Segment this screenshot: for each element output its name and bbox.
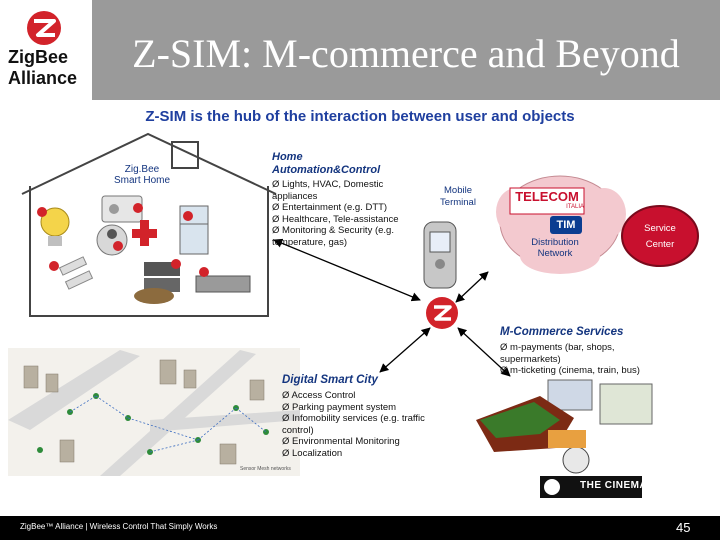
zigbee-logo-icon	[27, 11, 61, 45]
house-outline	[21, 132, 277, 317]
telecom-logo-icon	[509, 187, 585, 215]
home-automation-list: Ø Lights, HVAC, Domestic appliances Ø En…	[272, 179, 442, 248]
elderly-person-icon	[96, 224, 128, 256]
remote-controls-icon	[58, 256, 94, 290]
list-item: Ø m-ticketing (cinema, train, bus)	[500, 365, 640, 376]
home-automation-block: Home Automation&Control Ø Lights, HVAC, …	[272, 151, 442, 248]
smart-city-heading: Digital Smart City	[282, 374, 378, 386]
list-item: supermarkets)	[500, 353, 561, 365]
telecom-brand-text: TELECOM	[515, 189, 579, 204]
logo-text-zigbee: ZigBee	[8, 47, 69, 67]
list-item: Ø Access Control	[282, 390, 356, 401]
zsim-hub-icon	[426, 297, 458, 329]
commerce-illustration	[476, 379, 653, 474]
tim-brand-text: TIM	[556, 219, 576, 231]
logo-text-alliance: Alliance	[8, 68, 78, 88]
entertainment-system-icon	[134, 262, 251, 304]
list-item: Ø Infomobility services (e.g. traffic	[282, 413, 425, 424]
thermostat-icon	[101, 195, 143, 223]
tim-logo-icon	[550, 216, 582, 234]
list-item: Ø Environmental Monitoring	[282, 436, 400, 447]
page-title: Z-SIM: M-commerce and Beyond	[132, 31, 680, 76]
connection-arrows	[273, 238, 511, 377]
mobile-phone-icon	[423, 221, 457, 289]
service-center-node	[621, 205, 699, 267]
cinema-label: THE CINEMA	[580, 480, 648, 491]
smart-city-map	[8, 348, 300, 476]
mobile-terminal-line1: Mobile	[444, 185, 472, 196]
home-label: Zig.Bee Smart Home	[104, 164, 180, 186]
list-item: Ø Lights, HVAC, Domestic	[272, 179, 384, 190]
home-automation-heading-line1: Home	[272, 151, 303, 163]
list-item: Ø Entertainment (e.g. DTT)	[272, 202, 388, 213]
footer-bar	[0, 516, 720, 540]
medical-cross-icon	[132, 220, 157, 246]
footer-text: ZigBee™ Alliance | Wireless Control That…	[20, 522, 218, 531]
film-reel-icon	[540, 476, 642, 498]
zigbee-badge-icon	[37, 203, 209, 277]
mobile-terminal-line2: Terminal	[440, 197, 476, 208]
service-center-label: Service Center	[622, 221, 698, 253]
list-item: control)	[282, 424, 314, 436]
list-item: appliances	[272, 190, 318, 202]
lightbulb-icon	[40, 207, 70, 246]
distribution-network-label: Distribution Network	[520, 237, 590, 259]
mcommerce-heading: M-Commerce Services	[500, 326, 624, 338]
smart-city-list: Ø Access Control Ø Parking payment syste…	[282, 390, 452, 459]
mobile-terminal-label: Mobile Terminal	[432, 185, 484, 209]
arrow-hub-city	[379, 327, 431, 373]
map-credit: Sensor Mesh networks	[240, 466, 291, 472]
list-item: Ø Monitoring & Security (e.g.	[272, 225, 394, 236]
list-item: Ø Parking payment system	[282, 401, 397, 413]
service-center-line1: Service	[644, 223, 676, 234]
list-item: Ø m-payments (bar, shops,	[500, 342, 615, 353]
list-item: Ø Healthcare, Tele-assistance	[272, 213, 399, 225]
telecom-brand-sub: ITALIA	[566, 204, 584, 210]
list-item: Ø Localization	[282, 447, 343, 459]
home-automation-heading-line2: Automation&Control	[272, 164, 381, 176]
home-label-line1: Zig.Bee	[124, 164, 160, 175]
logo-box: ZigBee Alliance	[0, 0, 92, 102]
header-bar	[92, 0, 720, 100]
service-center-line2: Center	[645, 239, 675, 250]
mcommerce-list: Ø m-payments (bar, shops, supermarkets) …	[500, 342, 680, 377]
page-number: 45	[676, 520, 691, 535]
arrow-home-hub	[273, 238, 421, 302]
distribution-line2: Network	[537, 248, 573, 259]
arrow-hub-commerce	[457, 327, 511, 377]
arrow-hub-network	[455, 271, 489, 303]
list-item: temperature, gas)	[272, 236, 347, 248]
home-label-line2: Smart Home	[113, 175, 171, 186]
distribution-line1: Distribution	[531, 237, 579, 248]
page-subtitle: Z-SIM is the hub of the interaction betw…	[145, 108, 575, 125]
